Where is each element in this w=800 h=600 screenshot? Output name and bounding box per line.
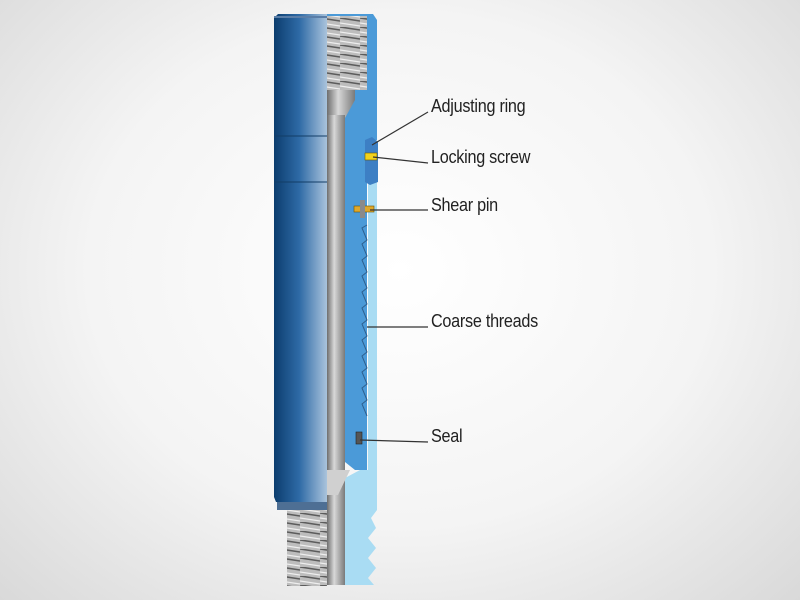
seal	[355, 431, 363, 445]
label-shear-pin: Shear pin	[431, 195, 498, 215]
label-coarse-threads: Coarse threads	[431, 311, 538, 331]
upper-cone	[327, 90, 355, 118]
label-seal: Seal	[431, 426, 463, 446]
bore	[327, 115, 345, 585]
tool-body	[274, 14, 330, 502]
label-adjusting-ring: Adjusting ring	[431, 96, 526, 116]
box-threads	[327, 16, 367, 90]
coarse-threads	[361, 224, 368, 417]
leader-lines	[359, 111, 429, 443]
sleeve-section	[330, 140, 377, 585]
box-section	[327, 14, 377, 470]
lower-cone	[327, 470, 350, 495]
label-locking-screw: Locking screw	[431, 147, 531, 167]
adjusting-ring	[365, 137, 378, 185]
locking-screw	[364, 152, 378, 161]
pin-threads	[287, 510, 327, 586]
